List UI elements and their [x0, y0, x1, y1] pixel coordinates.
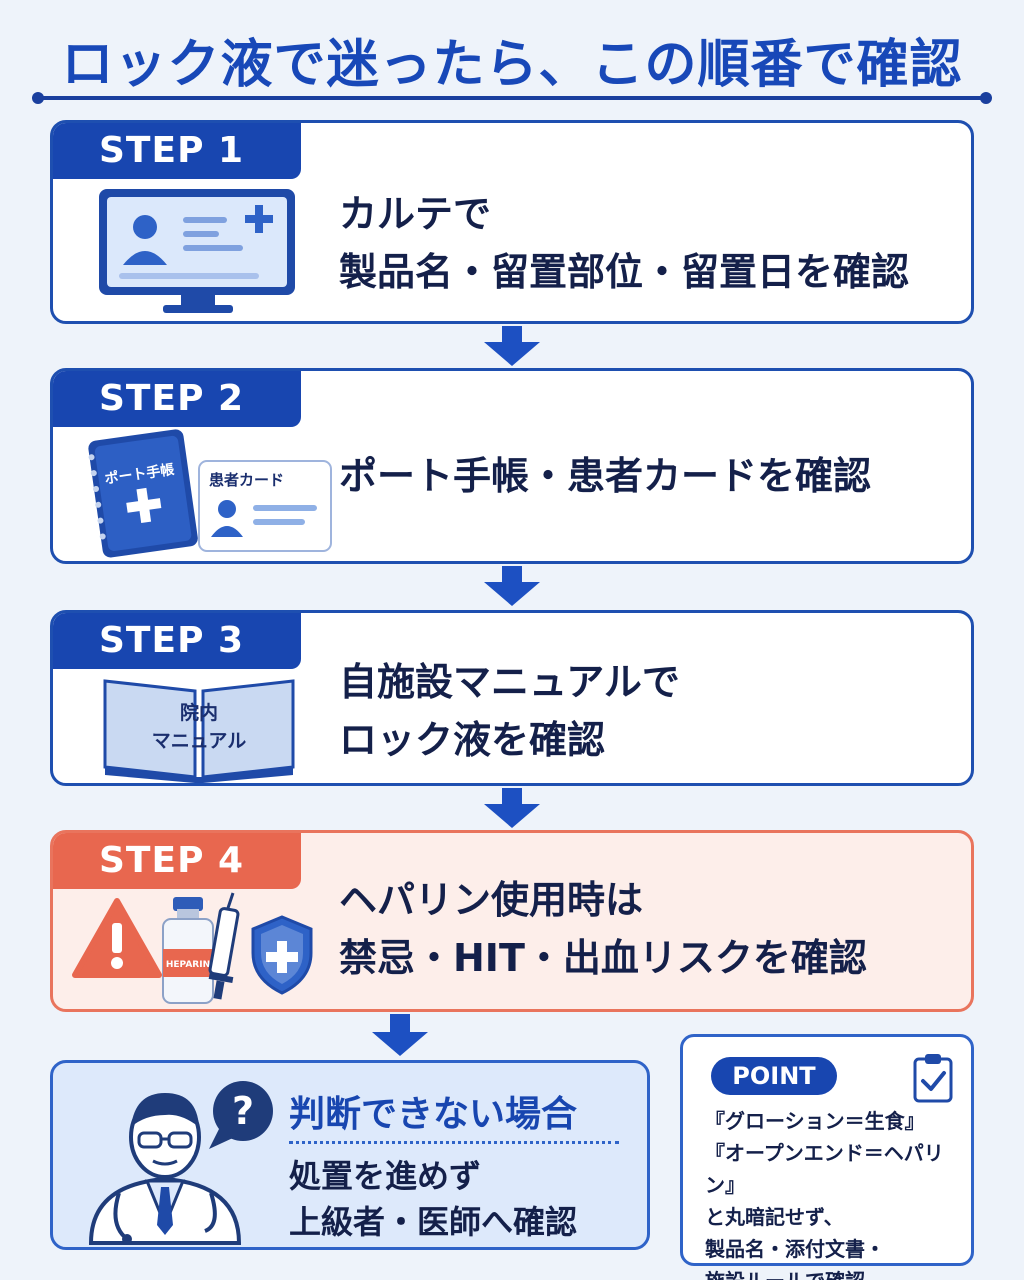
- step-4-card: STEP 4 HEPARIN ヘパリン使用時は 禁忌・HIT・出血リスクを確認: [50, 830, 974, 1012]
- syringe-icon: [208, 892, 240, 1000]
- step-2-card: STEP 2 ポート手帳 患者カード ポート手帳・患者カードを確認: [50, 368, 974, 564]
- step-2-label: STEP 2: [53, 371, 301, 427]
- fallback-title: 判断できない場合: [289, 1094, 578, 1135]
- manual-book-line-2: マニュアル: [152, 730, 246, 752]
- arrow-down-icon: [372, 1014, 428, 1056]
- page-title: ロック液で迷ったら、この順番で確認: [61, 35, 963, 95]
- question-bubble-icon: ?: [209, 1081, 273, 1149]
- point-line-5: 施設ルールで確認: [705, 1265, 971, 1280]
- step-4-line-2: 禁忌・HIT・出血リスクを確認: [339, 936, 867, 980]
- fallback-line-2: 上級者・医師へ確認: [289, 1203, 578, 1241]
- step-1-text: カルテで 製品名・留置部位・留置日を確認: [339, 185, 909, 301]
- heparin-vial-icon: HEPARIN: [162, 897, 214, 1004]
- fallback-divider: [289, 1141, 619, 1144]
- step-3-card: STEP 3 院内 マニュアル 自施設マニュアルで ロック液を確認: [50, 610, 974, 786]
- point-line-4: 製品名・添付文書・: [705, 1237, 885, 1261]
- step-1-line-1: カルテで: [339, 192, 492, 236]
- step-4-text: ヘパリン使用時は 禁忌・HIT・出血リスクを確認: [339, 871, 867, 987]
- arrow-down-icon: [484, 788, 540, 828]
- step-4-line-1: ヘパリン使用時は: [339, 878, 644, 922]
- manual-book-line-1: 院内: [180, 701, 218, 724]
- manual-book-icon: 院内 マニュアル: [103, 679, 295, 783]
- point-line-3: と丸暗記せず、: [705, 1205, 844, 1229]
- arrow-down-icon: [484, 566, 540, 606]
- step-3-label: STEP 3: [53, 613, 301, 669]
- step-3-line-2: ロック液を確認: [339, 718, 606, 762]
- step-2-text: ポート手帳・患者カードを確認: [339, 447, 871, 505]
- point-text: 『グローション＝生食』 『オープンエンド＝ヘパリン』 と丸暗記せず、 製品名・添…: [705, 1105, 971, 1280]
- fallback-card: ? 判断できない場合 処置を進めず 上級者・医師へ確認: [50, 1060, 650, 1250]
- fallback-line-1: 処置を進めず: [289, 1157, 482, 1195]
- doctor-icon: [88, 1093, 242, 1245]
- point-card: POINT 『グローション＝生食』 『オープンエンド＝ヘパリン』 と丸暗記せず、…: [680, 1034, 974, 1280]
- clipboard-check-icon: [913, 1054, 953, 1103]
- heparin-vial-label: HEPARIN: [166, 960, 210, 970]
- step-3-line-1: 自施設マニュアルで: [339, 660, 680, 704]
- patient-card-label: 患者カード: [209, 471, 284, 489]
- step-1-line-2: 製品名・留置部位・留置日を確認: [339, 250, 910, 294]
- fallback-text: 処置を進めず 上級者・医師へ確認: [289, 1153, 577, 1245]
- port-notebook-icon: ポート手帳 患者カード: [88, 429, 332, 558]
- point-line-2: 『オープンエンド＝ヘパリン』: [705, 1141, 944, 1197]
- point-line-1: 『グローション＝生食』: [705, 1109, 925, 1133]
- svg-text:?: ?: [232, 1089, 254, 1133]
- medical-shield-icon: [251, 915, 313, 995]
- arrow-down-icon: [484, 326, 540, 366]
- title-divider: [32, 92, 992, 104]
- step-4-label: STEP 4: [53, 833, 301, 889]
- step-1-label: STEP 1: [53, 123, 301, 179]
- warning-icon: [72, 898, 162, 978]
- step-1-card: STEP 1 カルテで 製品名・留置部位・留置日を確認: [50, 120, 974, 324]
- step-2-line-1: ポート手帳・患者カードを確認: [339, 454, 872, 498]
- point-badge: POINT: [711, 1057, 837, 1095]
- step-3-text: 自施設マニュアルで ロック液を確認: [339, 653, 680, 769]
- monitor-chart-icon: [99, 189, 295, 313]
